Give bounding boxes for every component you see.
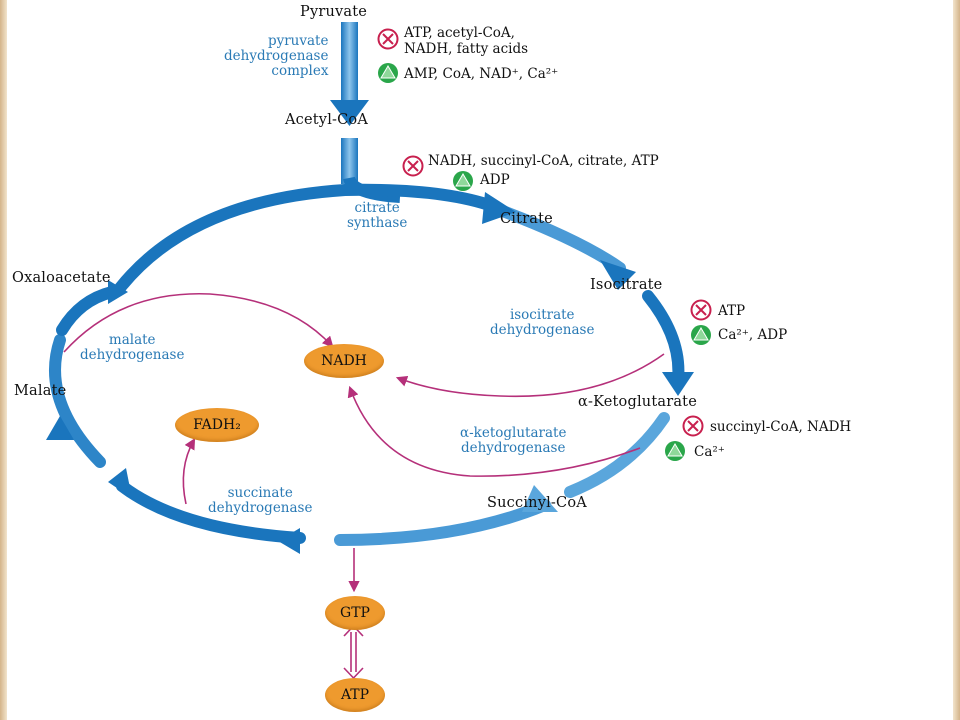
pdh-inhibitors-line2: NADH, fatty acids — [404, 41, 529, 57]
isocitrate-to-nadh-arrow — [395, 353, 665, 398]
cs-activators: ADP — [480, 172, 510, 188]
enzyme-akg-dh: α-ketoglutarate dehydrogenase — [460, 426, 566, 456]
segment-citrate-to-isocitrate — [494, 204, 626, 274]
gtp-node: GTP — [325, 596, 385, 630]
segment-akg-to-succinylcoa — [564, 412, 670, 498]
green-triangle-icon — [453, 171, 473, 191]
enzyme-mdh-line1: malate — [108, 332, 156, 348]
gtp-atp-head-down — [343, 667, 364, 680]
circled-x-icon — [682, 415, 704, 437]
label-pyruvate: Pyruvate — [300, 4, 368, 20]
arrowhead-citrate — [482, 192, 516, 224]
idh-activators: Ca²⁺, ADP — [718, 327, 788, 343]
segment-to-oaa — [56, 286, 118, 336]
green-triangle-icon — [691, 325, 711, 345]
enzyme-idh-line2: dehydrogenase — [490, 322, 595, 338]
pdh-inhibitors: ATP, acetyl-CoA, NADH, fatty acids — [404, 25, 528, 57]
enzyme-sdh-line2: dehydrogenase — [208, 500, 313, 516]
arrowhead-malate — [46, 416, 74, 440]
label-succinyl-coa: Succinyl-CoA — [487, 495, 587, 511]
label-alpha-ketoglutarate: α-Ketoglutarate — [578, 394, 697, 410]
enzyme-akgdh-line1: α-ketoglutarate — [460, 425, 567, 441]
enzyme-malate-dh: malate dehydrogenase — [80, 333, 184, 363]
arrowhead-akg — [662, 372, 694, 396]
label-malate: Malate — [14, 383, 67, 399]
akgdh-inhibitors: succinyl-CoA, NADH — [710, 419, 852, 435]
pdh-arrowhead — [330, 100, 369, 126]
segment-succinate-to-fumarate — [116, 480, 306, 544]
acetyl-coa-stem — [341, 138, 358, 184]
enzyme-idh-line1: isocitrate — [509, 307, 575, 323]
malate-to-nadh-arrow — [63, 292, 334, 353]
idh-inhibitors: ATP — [718, 303, 746, 319]
enzyme-pdh-line1: pyruvate — [267, 33, 329, 49]
green-triangle-icon — [378, 63, 398, 83]
fadh2-node: FADH₂ — [175, 408, 259, 442]
enzyme-akgdh-line2: dehydrogenase — [460, 440, 566, 456]
segment-isocitrate-to-akg — [642, 290, 685, 386]
frame-right-border — [953, 0, 960, 720]
arrowhead-isocitrate — [600, 260, 636, 290]
label-citrate: Citrate — [500, 211, 553, 227]
enzyme-pdh-line2: dehydrogenase — [224, 48, 329, 64]
arrowhead-oaa — [108, 280, 128, 304]
nadh-node: NADH — [304, 344, 384, 378]
enzyme-pdh-line3: complex — [271, 63, 329, 79]
enzyme-cs-line2: synthase — [347, 215, 408, 231]
circled-x-icon — [402, 155, 424, 177]
green-triangle-icon — [665, 441, 685, 461]
akg-to-nadh-arrow — [347, 385, 641, 477]
circled-x-icon — [690, 299, 712, 321]
pdh-stem — [341, 22, 358, 114]
cs-inhibitors: NADH, succinyl-CoA, citrate, ATP — [428, 153, 659, 169]
frame-left-border — [0, 0, 7, 720]
enzyme-citrate-synthase: citrate synthase — [347, 201, 407, 231]
label-isocitrate: Isocitrate — [590, 277, 663, 293]
arrowhead-succinate — [278, 528, 300, 554]
akgdh-activators: Ca²⁺ — [694, 444, 725, 460]
enzyme-pdh: pyruvate dehydrogenase complex — [224, 34, 328, 79]
segment-succinylcoa-to-malate — [334, 499, 551, 546]
pdh-activators: AMP, CoA, NAD⁺, Ca²⁺ — [404, 66, 559, 82]
segment-oaa-to-citrate — [114, 183, 498, 294]
cycle-arrowheads — [46, 192, 694, 554]
arrowhead-succinylcoa — [522, 485, 558, 512]
label-oxaloacetate: Oxaloacetate — [12, 270, 111, 286]
atp-node: ATP — [325, 678, 385, 712]
enzyme-succinate-dh: succinate dehydrogenase — [208, 486, 312, 516]
enzyme-cs-line1: citrate — [354, 200, 400, 216]
pdh-inhibitors-line1: ATP, acetyl-CoA, — [404, 25, 515, 41]
enzyme-mdh-line2: dehydrogenase — [80, 347, 185, 363]
segment-malate-region — [49, 334, 106, 468]
circled-x-icon — [377, 28, 399, 50]
succinate-to-fadh2-arrow — [182, 438, 196, 505]
enzyme-isocitrate-dh: isocitrate dehydrogenase — [490, 308, 594, 338]
cycle-ring — [49, 183, 685, 546]
arrowhead-fumarate — [108, 468, 132, 498]
enzyme-sdh-line1: succinate — [227, 485, 293, 501]
label-acetyl-coa: Acetyl-CoA — [285, 112, 369, 128]
